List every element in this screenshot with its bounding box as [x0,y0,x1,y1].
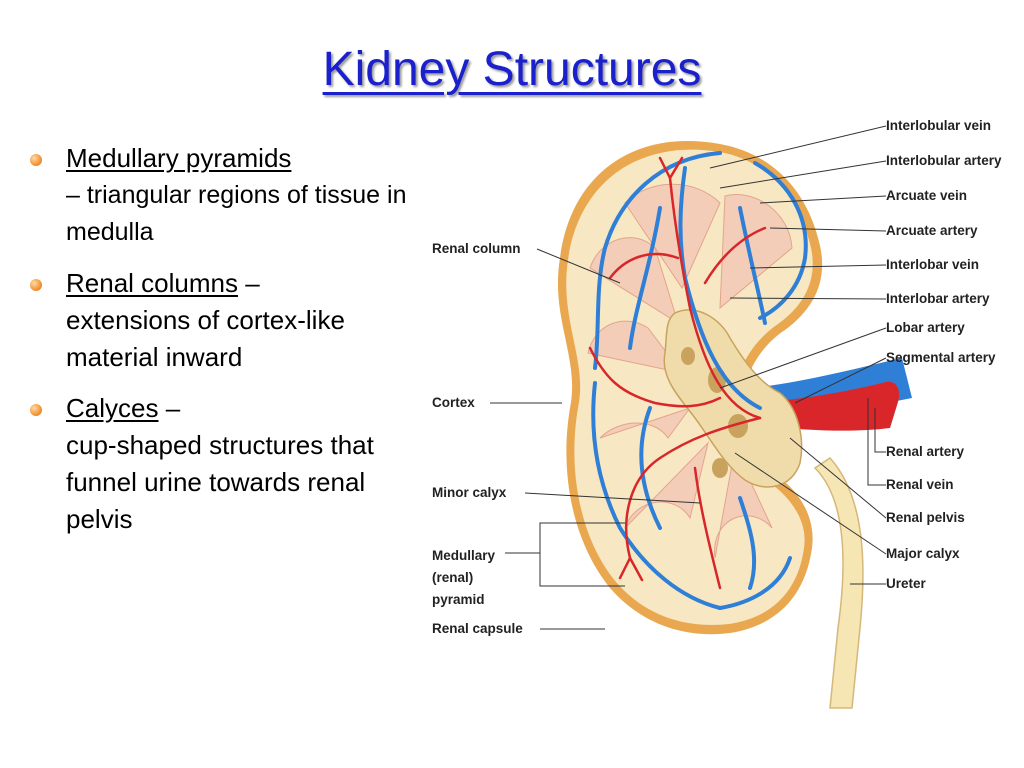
label-segmental-artery: Segmental artery [886,350,996,365]
bullet-description: extensions of cortex-like material inwar… [66,305,345,372]
bullet-medullary-pyramids: Medullary pyramids – triangular regions … [28,140,423,251]
label-interlobar-vein: Interlobar vein [886,257,980,272]
renal-pelvis-shape [663,309,803,488]
bullet-term: Calyces [66,393,159,423]
bullet-renal-columns: Renal columns – extensions of cortex-lik… [28,265,423,376]
artery-network [588,156,767,590]
label-ureter: Ureter [886,576,926,591]
label-renal-pelvis: Renal pelvis [886,510,965,525]
label-interlobular-artery: Interlobular artery [886,153,1002,168]
label-renal-capsule: Renal capsule [432,621,523,636]
bullet-description: cup-shaped structures that funnel urine … [66,430,374,534]
bullet-calyces: Calyces – cup-shaped structures that fun… [28,390,423,538]
bullet-dot-icon [30,154,42,166]
bullet-dot-icon [30,279,42,291]
label-lobar-artery: Lobar artery [886,320,965,335]
bullet-dot-icon [30,404,42,416]
label-arcuate-artery: Arcuate artery [886,223,978,238]
label-interlobar-artery: Interlobar artery [886,291,990,306]
label-cortex: Cortex [432,395,475,410]
label-renal-vein: Renal vein [886,477,954,492]
bullet-separator: – [158,393,181,423]
label-arcuate-vein: Arcuate vein [886,188,968,203]
bullet-term: Medullary pyramids [66,143,292,173]
bullet-list: Medullary pyramids – triangular regions … [28,140,423,552]
bullet-term: Renal columns [66,268,238,298]
bullet-description: – triangular regions of tissue in medull… [66,181,407,246]
label-medullary-pyramid: Medullary (renal) pyramid [432,548,496,607]
slide-title: Kidney Structures [322,43,702,96]
bullet-separator: – [237,268,260,298]
label-interlobular-vein: Interlobular vein [886,118,992,133]
kidney-diagram: Interlobular vein Interlobular artery Ar… [420,108,1024,718]
ureter-shape [813,457,864,709]
label-minor-calyx: Minor calyx [432,485,507,500]
label-renal-artery: Renal artery [886,444,965,459]
label-renal-column: Renal column [432,241,521,256]
kidney-illustration [490,125,912,709]
label-major-calyx: Major calyx [886,546,960,561]
leader-lines [490,125,887,630]
